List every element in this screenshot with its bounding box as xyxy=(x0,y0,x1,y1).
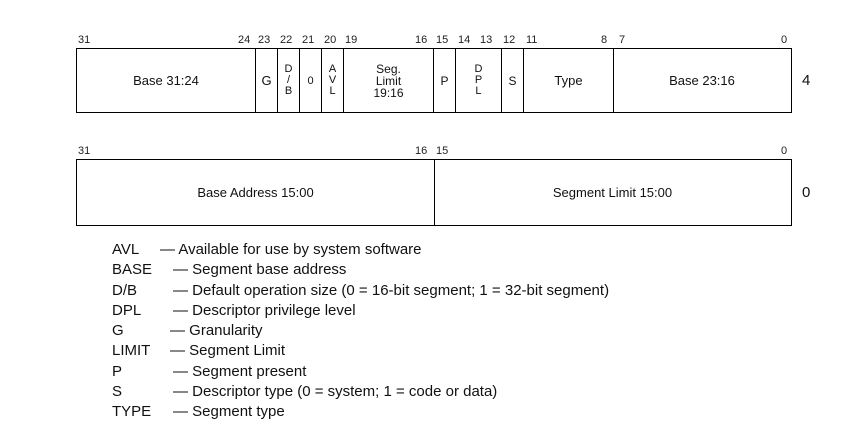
legend-desc: — Available for use by system software xyxy=(160,241,422,258)
bit-label-16: 16 xyxy=(415,145,428,157)
bit-label-20: 20 xyxy=(324,34,337,46)
field-seg-limit-19-16: Seg. Limit 19:16 xyxy=(344,49,434,112)
bit-label-7: 7 xyxy=(619,34,626,46)
field-p: P xyxy=(434,49,456,112)
bit-label-13: 13 xyxy=(480,34,493,46)
legend-desc: — Descriptor type (0 = system; 1 = code … xyxy=(173,383,498,401)
descriptor-low-word: Base Address 15:00 Segment Limit 15:00 xyxy=(76,159,792,226)
field-dpl: D P L xyxy=(456,49,502,112)
field-segment-limit-15-00: Segment Limit 15:00 xyxy=(552,184,673,200)
legend-abbr: D/B xyxy=(112,281,138,299)
legend-abbr: G xyxy=(112,322,124,340)
field-base-address-15-00: Base Address 15:00 xyxy=(77,160,435,225)
bit-label-14: 14 xyxy=(458,34,471,46)
legend-abbr: AVL xyxy=(112,241,140,258)
legend-abbr: TYPE xyxy=(112,403,152,421)
field-type: Type xyxy=(524,49,614,112)
legend-desc: — Segment base address xyxy=(173,261,347,279)
bit-label-31: 31 xyxy=(78,145,91,157)
bit-label-16: 16 xyxy=(415,34,428,46)
bit-label-21: 21 xyxy=(302,34,315,46)
legend-desc: — Segment present xyxy=(173,362,307,380)
byte-offset-4: 4 xyxy=(802,72,811,89)
legend-abbr: LIMIT xyxy=(112,342,151,360)
legend-desc: — Granularity xyxy=(170,322,263,340)
legend-abbr: P xyxy=(112,362,123,380)
field-g: G xyxy=(256,49,278,112)
bit-label-11: 11 xyxy=(526,34,538,46)
field-s: S xyxy=(502,49,524,112)
bit-label-12: 12 xyxy=(503,34,516,46)
bit-label-0: 0 xyxy=(781,145,788,157)
bit-label-15: 15 xyxy=(436,34,449,46)
bit-label-24: 24 xyxy=(238,34,251,46)
legend-desc: — Segment type xyxy=(173,403,285,421)
bit-label-15: 15 xyxy=(436,145,449,157)
field-base-23-16: Base 23:16 xyxy=(669,72,735,88)
field-avl: A V L xyxy=(322,49,344,112)
bit-label-19: 19 xyxy=(345,34,358,46)
bit-label-0: 0 xyxy=(781,34,788,46)
bit-label-22: 22 xyxy=(280,34,293,46)
field-zero: 0 xyxy=(300,49,322,112)
bit-label-8: 8 xyxy=(601,34,608,46)
bit-label-23: 23 xyxy=(258,34,271,46)
bit-label-31: 31 xyxy=(78,34,91,46)
descriptor-high-word: Base 31:24 G D / B 0 A V L Seg. Limit 19… xyxy=(76,48,792,113)
legend-desc: — Descriptor privilege level xyxy=(173,301,356,319)
legend-desc: — Segment Limit xyxy=(170,342,286,360)
legend-abbr: BASE xyxy=(112,261,153,279)
field-db: D / B xyxy=(278,49,300,112)
legend-desc: — Default operation size (0 = 16-bit seg… xyxy=(173,281,610,299)
field-base-31-24: Base 31:24 xyxy=(77,49,256,112)
legend-abbr: S xyxy=(112,383,123,401)
legend-abbr: DPL xyxy=(112,301,142,319)
byte-offset-0: 0 xyxy=(802,184,811,201)
